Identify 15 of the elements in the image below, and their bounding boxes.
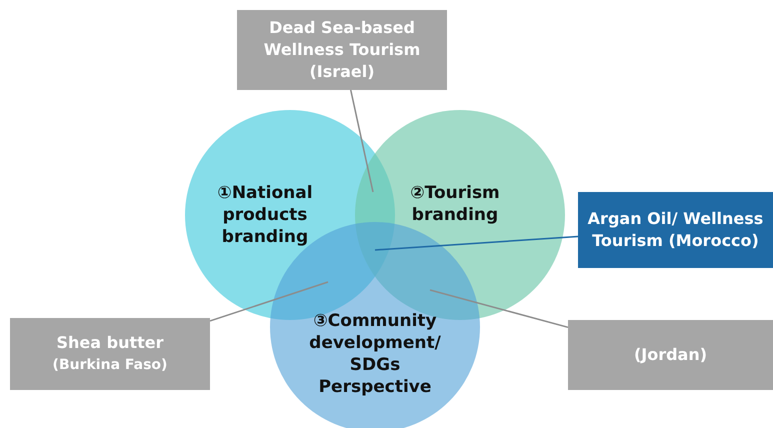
callout-box (10, 318, 210, 390)
circle-label: ③Community development/ SDGs Perspective (308, 310, 442, 398)
callout-text: Dead Sea-based Wellness Tourism (Israel) (262, 17, 422, 83)
leader-line (430, 289, 568, 328)
callout-text: (Jordan) (634, 344, 708, 366)
callout-text: (Burkina Faso) (52, 356, 168, 375)
callout-text: Argan Oil/ Wellness Tourism (Morocco) (586, 208, 764, 252)
callout-text: Shea butter (56, 332, 164, 354)
callout-box (578, 192, 773, 268)
callout-box (568, 320, 773, 390)
circle-label: ①National products branding (216, 182, 314, 248)
circle-label: ②Tourism branding (409, 182, 501, 226)
callout-box (237, 10, 447, 90)
leader-line (210, 281, 328, 322)
leader-line (350, 90, 374, 192)
